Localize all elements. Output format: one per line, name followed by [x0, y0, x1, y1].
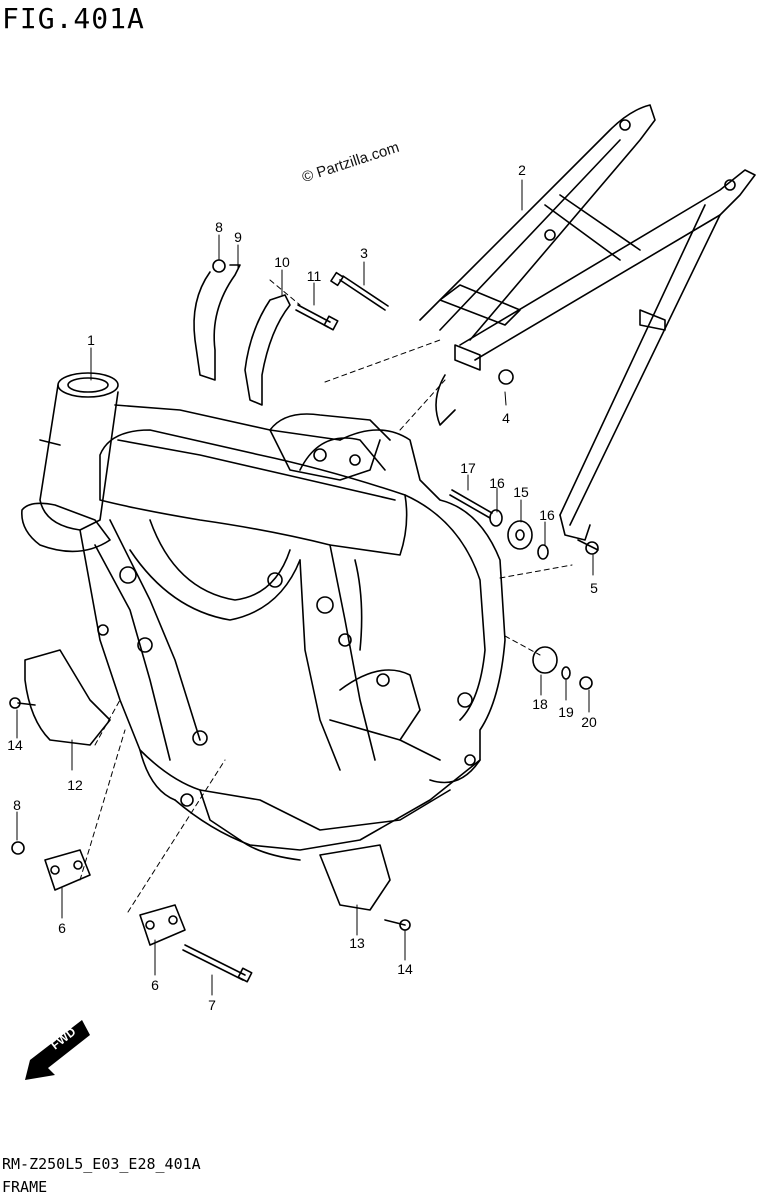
callout-1: 1 — [87, 332, 95, 348]
callout-12: 12 — [67, 777, 83, 793]
callout-2: 2 — [518, 162, 526, 178]
callout-11: 11 — [307, 268, 322, 284]
callout-14-left: 14 — [7, 737, 23, 753]
callout-13: 13 — [349, 935, 365, 951]
figure-title: FIG.401A — [2, 2, 145, 35]
callout-5: 5 — [590, 580, 598, 596]
callout-6-right: 6 — [151, 977, 159, 993]
callout-7: 7 — [208, 997, 216, 1013]
callout-15: 15 — [513, 484, 529, 500]
rear-subframe-part[interactable] — [419, 104, 756, 541]
callout-8-bottom: 8 — [13, 797, 21, 813]
callout-17: 17 — [460, 460, 476, 476]
callout-6-left: 6 — [58, 920, 66, 936]
forward-direction-icon: FWD — [25, 1020, 90, 1080]
callout-3: 3 — [360, 245, 368, 261]
callout-19: 19 — [558, 704, 574, 720]
main-frame-part[interactable] — [21, 372, 506, 861]
callout-16-left: 16 — [489, 475, 505, 491]
callout-18: 18 — [532, 696, 548, 712]
callout-8-top: 8 — [215, 219, 223, 235]
callout-16-right: 16 — [539, 507, 555, 523]
callout-10: 10 — [274, 254, 290, 270]
callout-4: 4 — [502, 410, 510, 426]
hardware-parts[interactable] — [9, 259, 599, 983]
diagram-name: FRAME — [2, 1178, 48, 1196]
callout-9: 9 — [234, 229, 242, 245]
diagram-code: RM-Z250L5_E03_E28_401A — [2, 1155, 201, 1173]
callout-20: 20 — [581, 714, 597, 730]
callout-14-right: 14 — [397, 961, 413, 977]
leader-lines — [16, 179, 594, 996]
